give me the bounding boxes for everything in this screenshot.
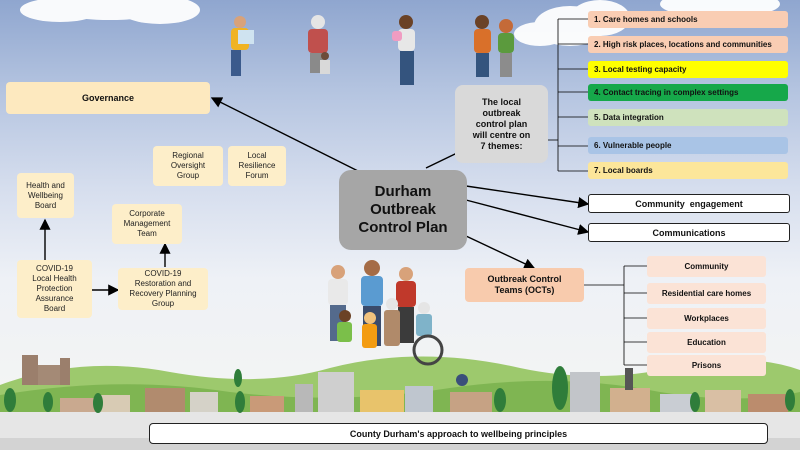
health-board-line1: Health and bbox=[26, 180, 65, 190]
oct-education: Education bbox=[647, 332, 766, 353]
assurance-line5: Board bbox=[43, 304, 66, 313]
health-wellbeing-board-box: Health and Wellbeing Board bbox=[17, 173, 74, 218]
assurance-line2: Local Health bbox=[32, 274, 77, 283]
community-engagement-label: Community engagement bbox=[635, 198, 743, 209]
durham-outbreak-control-plan-box: Durham Outbreak Control Plan bbox=[339, 170, 467, 250]
regional-oversight-line2: Oversight bbox=[170, 161, 206, 170]
regional-oversight-box: Regional Oversight Group bbox=[153, 146, 223, 186]
communications-label: Communications bbox=[652, 227, 726, 238]
assurance-board-box: COVID-19 Local Health Protection Assuran… bbox=[17, 260, 92, 318]
intro-line5: 7 themes: bbox=[480, 140, 523, 151]
oct-prisons-label: Prisons bbox=[691, 361, 722, 370]
oct-title-line1: Outbreak Control bbox=[487, 274, 562, 284]
assurance-line4: Assurance bbox=[35, 294, 74, 303]
oct-prisons: Prisons bbox=[647, 355, 766, 376]
local-resilience-line2: Resilience bbox=[238, 161, 276, 170]
communications-box: Communications bbox=[588, 223, 790, 242]
intro-line1: The local bbox=[481, 96, 521, 107]
assurance-line1: COVID-19 bbox=[36, 264, 73, 273]
theme-5-label: 5. Data integration bbox=[594, 113, 664, 122]
theme-4: 4. Contact tracing in complex settings bbox=[588, 84, 788, 101]
oct-workplaces-label: Workplaces bbox=[684, 314, 729, 323]
theme-6: 6. Vulnerable people bbox=[588, 137, 788, 154]
theme-5: 5. Data integration bbox=[588, 109, 788, 126]
oct-title-line2: Teams (OCTs) bbox=[494, 285, 555, 295]
theme-2-label: 2. High risk places, locations and commu… bbox=[594, 40, 772, 49]
center-line3: Control Plan bbox=[358, 219, 448, 236]
theme-6-label: 6. Vulnerable people bbox=[594, 141, 672, 150]
oct-workplaces: Workplaces bbox=[647, 308, 766, 329]
theme-4-label: 4. Contact tracing in complex settings bbox=[594, 88, 739, 97]
corporate-line2: Management bbox=[123, 219, 171, 228]
theme-1-label: 1. Care homes and schools bbox=[594, 15, 698, 24]
local-resilience-box: Local Resilience Forum bbox=[228, 146, 286, 186]
recovery-line1: COVID-19 bbox=[144, 269, 182, 278]
health-board-line2: Wellbeing bbox=[28, 190, 63, 200]
corporate-line1: Corporate bbox=[129, 209, 165, 218]
assurance-line3: Protection bbox=[36, 284, 73, 293]
governance-box: Governance bbox=[6, 82, 210, 114]
intro-line4: will centre on bbox=[472, 129, 531, 140]
theme-2: 2. High risk places, locations and commu… bbox=[588, 36, 788, 53]
local-resilience-line3: Forum bbox=[245, 171, 269, 180]
theme-3: 3. Local testing capacity bbox=[588, 61, 788, 78]
local-resilience-line1: Local bbox=[247, 151, 267, 160]
community-engagement-box: Community engagement bbox=[588, 194, 790, 213]
theme-3-label: 3. Local testing capacity bbox=[594, 65, 687, 74]
corporate-management-box: Corporate Management Team bbox=[112, 204, 182, 244]
theme-7-label: 7. Local boards bbox=[594, 166, 653, 175]
footer-banner: County Durham's approach to wellbeing pr… bbox=[149, 423, 768, 444]
governance-label: Governance bbox=[81, 93, 135, 103]
regional-oversight-line3: Group bbox=[176, 171, 200, 180]
oct-education-label: Education bbox=[687, 338, 726, 347]
oct-community: Community bbox=[647, 256, 766, 277]
corporate-line3: Team bbox=[137, 229, 157, 238]
footer-label: County Durham's approach to wellbeing pr… bbox=[349, 428, 568, 439]
health-board-line3: Board bbox=[34, 200, 57, 210]
intro-line2: outbreak bbox=[482, 107, 521, 118]
oct-residential-care-homes: Residential care homes bbox=[647, 283, 766, 304]
themes-intro-box: The local outbreak control plan will cen… bbox=[455, 85, 548, 163]
recovery-line3: Recovery Planning bbox=[129, 289, 197, 298]
oct-residential-label: Residential care homes bbox=[661, 289, 752, 298]
oct-community-label: Community bbox=[684, 262, 729, 271]
intro-line3: control plan bbox=[475, 118, 528, 129]
oct-title-box: Outbreak Control Teams (OCTs) bbox=[465, 268, 584, 302]
recovery-group-box: COVID-19 Restoration and Recovery Planni… bbox=[118, 268, 208, 310]
recovery-line4: Group bbox=[151, 299, 175, 308]
regional-oversight-line1: Regional bbox=[172, 151, 204, 160]
theme-1: 1. Care homes and schools bbox=[588, 11, 788, 28]
center-line2: Outbreak bbox=[370, 201, 436, 218]
center-line1: Durham bbox=[374, 183, 432, 200]
recovery-line2: Restoration and bbox=[134, 279, 192, 288]
theme-7: 7. Local boards bbox=[588, 162, 788, 179]
